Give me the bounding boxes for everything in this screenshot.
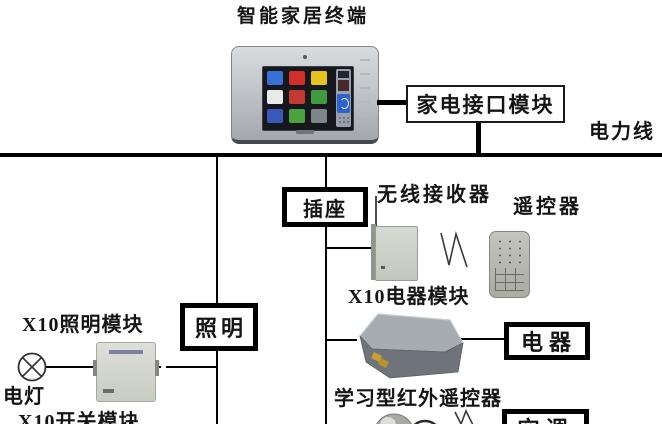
remote-button-grid xyxy=(495,268,524,291)
x10-lighting-module-image xyxy=(93,342,159,402)
left-branch-line xyxy=(216,157,218,424)
wireless-receiver-label: 无线接收器 xyxy=(377,184,492,206)
terminal-status-display xyxy=(338,71,349,78)
connector-bus-to-appliance-module xyxy=(327,339,357,341)
wireless-signal-icon xyxy=(440,231,468,268)
x10-lighting-module-label: X10照明模块 xyxy=(22,314,144,336)
remote-button-dots xyxy=(495,238,524,265)
x10-appliance-module-image xyxy=(359,313,464,379)
diagram-title: 智能家居终端 xyxy=(237,6,370,27)
air-conditioner-box: 空调 xyxy=(502,409,589,424)
power-line xyxy=(0,153,662,157)
terminal-logo-mark xyxy=(296,130,314,134)
socket-label: 插座 xyxy=(303,198,347,221)
screen-icon xyxy=(311,90,327,104)
screen-icon xyxy=(311,71,327,85)
socket-box: 插座 xyxy=(282,187,368,227)
screen-icon xyxy=(267,71,283,85)
screen-icon xyxy=(289,109,305,123)
electric-lamp-label: 电灯 xyxy=(3,386,45,408)
x10-appliance-module-label: X10电器模块 xyxy=(348,286,470,308)
appliance-label: 电器 xyxy=(520,330,577,355)
air-conditioner-label: 空调 xyxy=(517,412,573,424)
lighting-module-terminal-left xyxy=(93,360,97,376)
terminal-screen xyxy=(262,66,354,131)
lighting-module-print xyxy=(109,350,143,354)
terminal-small-display xyxy=(338,80,349,91)
learning-ir-remote-label: 学习型红外遥控器 xyxy=(334,388,502,410)
terminal-side-panel xyxy=(336,69,351,127)
receiver-antenna-icon xyxy=(375,196,377,227)
terminal-camera-dot xyxy=(303,55,307,59)
appliance-interface-box: 家电接口模块 xyxy=(406,85,565,123)
learning-ir-remote-image xyxy=(376,413,437,424)
screen-icon xyxy=(267,90,283,104)
terminal-app-grid xyxy=(267,71,335,126)
connector-terminal-to-interface xyxy=(377,100,407,105)
appliance-interface-label: 家电接口模块 xyxy=(416,93,555,117)
screen-icon xyxy=(311,109,327,123)
connector-socket-to-receiver xyxy=(327,247,373,249)
power-line-label: 电力线 xyxy=(589,121,655,143)
connector-appliance-module-to-appliance xyxy=(460,338,504,340)
terminal-back-icon xyxy=(337,94,350,113)
lighting-module-terminal-right xyxy=(155,360,159,376)
lighting-box: 照明 xyxy=(180,303,258,351)
connector-lamp-to-lighting-module xyxy=(45,366,96,368)
x10-switch-module-label: X10开关模块 xyxy=(18,411,140,424)
smart-home-terminal-image xyxy=(231,46,379,144)
mid-branch-line-upper xyxy=(325,157,327,189)
receiver-side-strip xyxy=(371,224,376,280)
screen-icon xyxy=(267,109,283,123)
lighting-module-logo xyxy=(103,389,114,393)
remote-control-image xyxy=(489,231,530,298)
mid-branch-line-lower xyxy=(325,226,327,424)
connector-interface-to-powerline xyxy=(476,123,481,155)
lamp-icon xyxy=(17,352,47,382)
screen-icon xyxy=(289,90,305,104)
wireless-receiver-image xyxy=(375,226,418,281)
wireless-signal-icon-bottom xyxy=(454,409,474,424)
lighting-label: 照明 xyxy=(194,316,247,341)
receiver-led-dot xyxy=(381,266,385,269)
plug-pin xyxy=(378,358,389,368)
remote-control-label: 遥控器 xyxy=(513,196,582,218)
terminal-touch-buttons xyxy=(360,59,370,123)
screen-icon xyxy=(289,71,305,85)
connector-lighting-module-to-bus xyxy=(166,366,216,368)
plug-pin xyxy=(371,352,382,362)
terminal-button-dots xyxy=(338,116,349,124)
appliance-box: 电器 xyxy=(504,322,590,360)
